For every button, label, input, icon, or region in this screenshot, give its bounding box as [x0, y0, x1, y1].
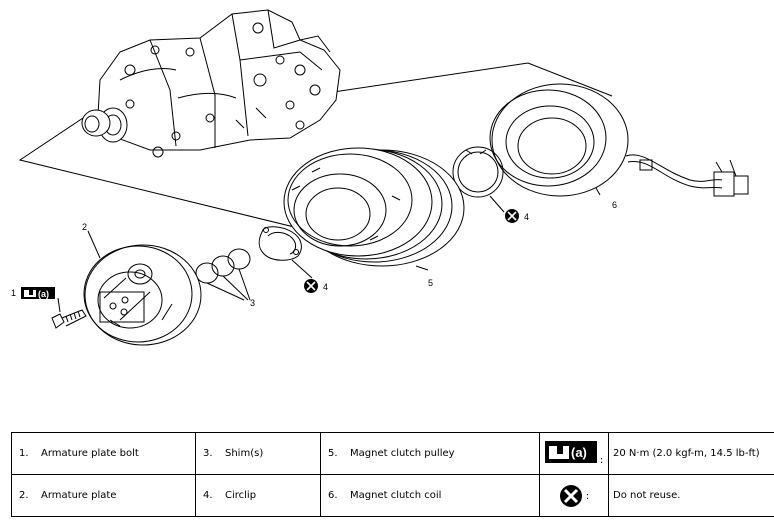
legend-label: Armature plate bolt: [41, 448, 139, 459]
exploded-view-diagram: (a) 1 2 3 4 4 5 6: [11, 9, 749, 346]
legend-label: Magnet clutch pulley: [350, 448, 455, 459]
legend-table: 1. Armature plate bolt 3. Shim(s) 5. Magnet…: [11, 432, 774, 517]
svg-text:(a): (a): [571, 445, 587, 460]
circlip-large: [452, 146, 504, 198]
base-plane: [18, 111, 381, 249]
symbol-colon: :: [599, 455, 604, 466]
callout-4-upper: 4: [524, 212, 529, 222]
armature-plate: [83, 230, 202, 346]
base-plane-right: [299, 62, 613, 98]
legend-label: Circlip: [225, 490, 257, 501]
callout-2: 2: [82, 222, 87, 232]
legend-num: 4.: [203, 490, 213, 501]
legend-num: 1.: [19, 448, 29, 459]
circlip-small: [258, 226, 302, 261]
legend-num: 3.: [203, 448, 213, 459]
callout-5: 5: [428, 278, 433, 288]
do-not-reuse-icon: [559, 484, 586, 507]
torque-symbol-badge: (a): [21, 287, 55, 299]
torque-wrench-icon: (a): [544, 441, 597, 463]
magnet-clutch-coil: [489, 83, 749, 197]
legend-row: 1. Armature plate bolt 3. Shim(s) 5. Magnet…: [11, 432, 774, 475]
callout-1: 1: [11, 288, 16, 298]
do-not-reuse-icon: [505, 209, 519, 223]
callout-3: 3: [250, 298, 255, 308]
shims: [195, 248, 251, 301]
legend-row: 2. Armature plate 4. Circlip 6. Magnet clut…: [11, 474, 774, 517]
magnet-clutch-pulley: [283, 147, 465, 267]
legend-label: Shim(s): [225, 448, 264, 459]
svg-text:(a): (a): [38, 289, 49, 299]
callout-6: 6: [612, 200, 617, 210]
callout-4-lower: 4: [323, 282, 328, 292]
symbol-colon: :: [585, 490, 590, 502]
do-not-reuse-note: Do not reuse.: [613, 490, 681, 501]
torque-note: 20 N·m (2.0 kgf-m, 14.5 lb-ft): [613, 448, 760, 459]
armature-plate-bolt: [51, 297, 87, 329]
legend-label: Armature plate: [41, 490, 117, 501]
legend-num: 5.: [328, 448, 338, 459]
legend-label: Magnet clutch coil: [350, 490, 442, 501]
compressor-body: [81, 9, 341, 158]
legend-num: 6.: [328, 490, 338, 501]
do-not-reuse-icon: [304, 279, 318, 293]
legend-num: 2.: [19, 490, 29, 501]
